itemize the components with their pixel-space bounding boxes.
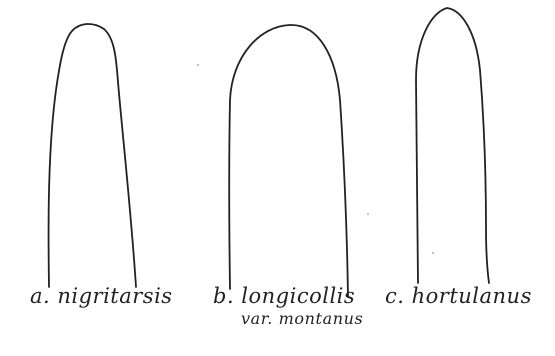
speck [367, 213, 369, 215]
label-b-variety: var. montanus [241, 311, 363, 327]
label-c: c. hortulanus [385, 286, 532, 307]
label-a: a. nigritarsis [30, 286, 173, 307]
label-b: b. longicollis [213, 286, 355, 307]
outline-c [416, 8, 489, 283]
outline-b [229, 25, 348, 297]
speck [197, 64, 199, 66]
outline-a [49, 24, 136, 287]
speck [432, 252, 434, 254]
